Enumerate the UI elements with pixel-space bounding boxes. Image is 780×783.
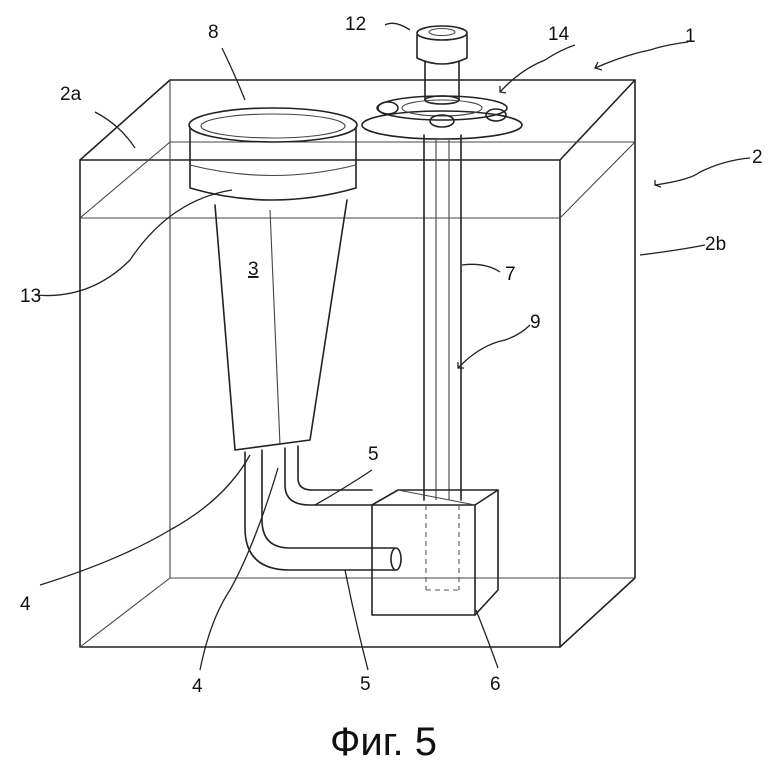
leader-9 (458, 325, 530, 368)
leader-7 (462, 264, 500, 272)
label-5-bottom: 5 (360, 674, 371, 695)
label-1: 1 (685, 26, 696, 47)
cap-hole (429, 29, 455, 36)
leader-4a (40, 455, 250, 585)
label-13: 13 (20, 286, 41, 307)
funnel-cone (215, 200, 347, 450)
leader-6 (476, 610, 498, 668)
label-14: 14 (548, 24, 570, 45)
gear-left (378, 102, 398, 114)
liquid-level-front (80, 142, 635, 218)
pump-outline (372, 490, 498, 615)
tube-lower-end (391, 548, 401, 570)
reference-labels: 1 2 2a 2b 3 4 4 5 5 5 6 7 8 9 12 13 14 (20, 14, 763, 697)
leader-13 (35, 190, 232, 296)
leader-1 (595, 42, 688, 68)
label-2: 2 (752, 147, 763, 168)
leader-5b (345, 570, 368, 670)
label-4-left: 4 (20, 594, 31, 615)
label-4-bottom: 4 (192, 676, 203, 697)
shaft (424, 135, 461, 500)
container-right-face (560, 80, 635, 647)
pump-top-right-edge (475, 490, 498, 505)
funnel-rim-inner (201, 114, 345, 138)
label-7: 7 (505, 264, 516, 285)
label-2a: 2a (60, 84, 82, 105)
label-6: 6 (490, 674, 501, 695)
label-2b: 2b (705, 234, 726, 255)
container-bottom-left-edge (80, 578, 170, 647)
tube-upper-inner (298, 446, 372, 490)
arrow-2 (655, 180, 661, 187)
container-box (80, 80, 635, 647)
label-8: 8 (208, 22, 219, 43)
figure-caption: Фиг. 5 (330, 720, 437, 764)
gear-front (430, 115, 454, 127)
leader-5a (315, 470, 372, 505)
label-3: 3 (248, 259, 259, 280)
leader-2b (640, 245, 705, 255)
label-9: 9 (530, 312, 541, 333)
leader-lines (35, 23, 750, 670)
funnel-cone-ridge (270, 210, 280, 445)
top-mechanism (362, 26, 522, 139)
leader-2 (655, 158, 750, 185)
funnel-collar-band (190, 165, 356, 176)
leader-14 (500, 45, 575, 92)
leader-12 (385, 23, 410, 30)
pump-housing (372, 490, 498, 615)
liquid-level-back (80, 142, 635, 218)
leader-4b (200, 468, 278, 670)
label-5-upper: 5 (368, 444, 379, 465)
leader-8 (222, 48, 245, 100)
label-12: 12 (345, 14, 366, 35)
gear-inner-ring (402, 100, 482, 116)
funnel-rim-outer (189, 108, 357, 142)
